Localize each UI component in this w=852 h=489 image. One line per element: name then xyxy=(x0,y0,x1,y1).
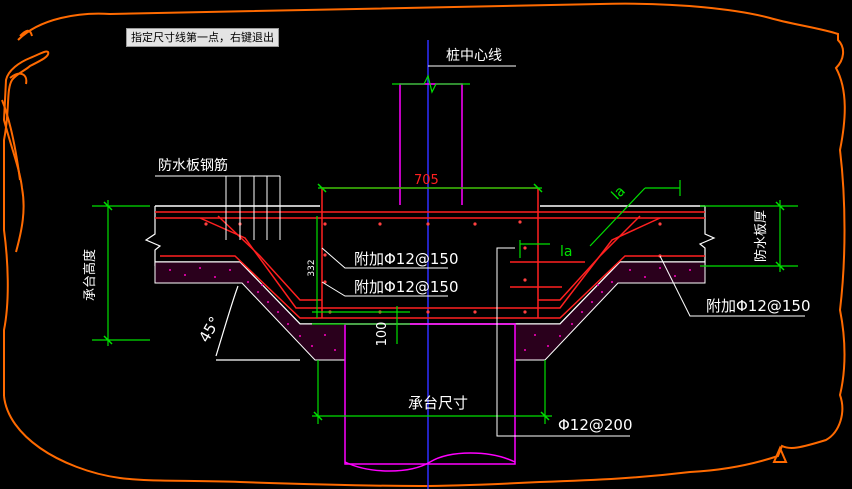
waterproof-slab-thickness-label: 防水板厚 xyxy=(753,210,769,262)
annotation-leaders xyxy=(321,247,805,437)
la-upper-label: la xyxy=(609,183,629,203)
dimension-705: 705 xyxy=(414,173,439,188)
pile-outline xyxy=(344,323,516,465)
rebar-leader-lines xyxy=(155,175,281,240)
slab-break-left xyxy=(144,206,162,266)
dimension-ticks xyxy=(103,183,785,421)
cloud-left-arcs xyxy=(1,29,33,181)
pile-center-line-label: 桩中心线 xyxy=(446,47,502,64)
additional-rebar-label-1: 附加Φ12@150 xyxy=(354,250,459,268)
angle-arc xyxy=(215,285,239,357)
dimension-100: 100 xyxy=(375,322,390,347)
command-prompt-tooltip: 指定尺寸线第一点，右键退出 xyxy=(126,28,279,47)
waterproof-slab-rebar-label: 防水板钢筋 xyxy=(158,157,228,174)
cloud-corner-marker xyxy=(772,445,788,463)
additional-rebar-label-3: 附加Φ12@150 xyxy=(706,297,811,315)
slab-break-right xyxy=(698,206,716,266)
rebar-200-label: Φ12@200 xyxy=(558,416,633,434)
angle-45-label: 45° xyxy=(195,313,224,345)
column-outline xyxy=(399,83,463,205)
column-break-symbol xyxy=(392,74,470,94)
cushion-hatch-dots xyxy=(169,267,691,351)
dimension-332: 332 xyxy=(307,259,317,276)
cushion-layer-right xyxy=(514,261,706,361)
dimension-lines xyxy=(92,180,798,424)
additional-rebar-label-2: 附加Φ12@150 xyxy=(354,278,459,296)
pile-break-curve xyxy=(344,452,516,472)
cap-height-label: 承台高度 xyxy=(82,249,98,301)
la-lower-label: la xyxy=(560,244,572,260)
cap-size-label: 承台尺寸 xyxy=(408,394,468,412)
